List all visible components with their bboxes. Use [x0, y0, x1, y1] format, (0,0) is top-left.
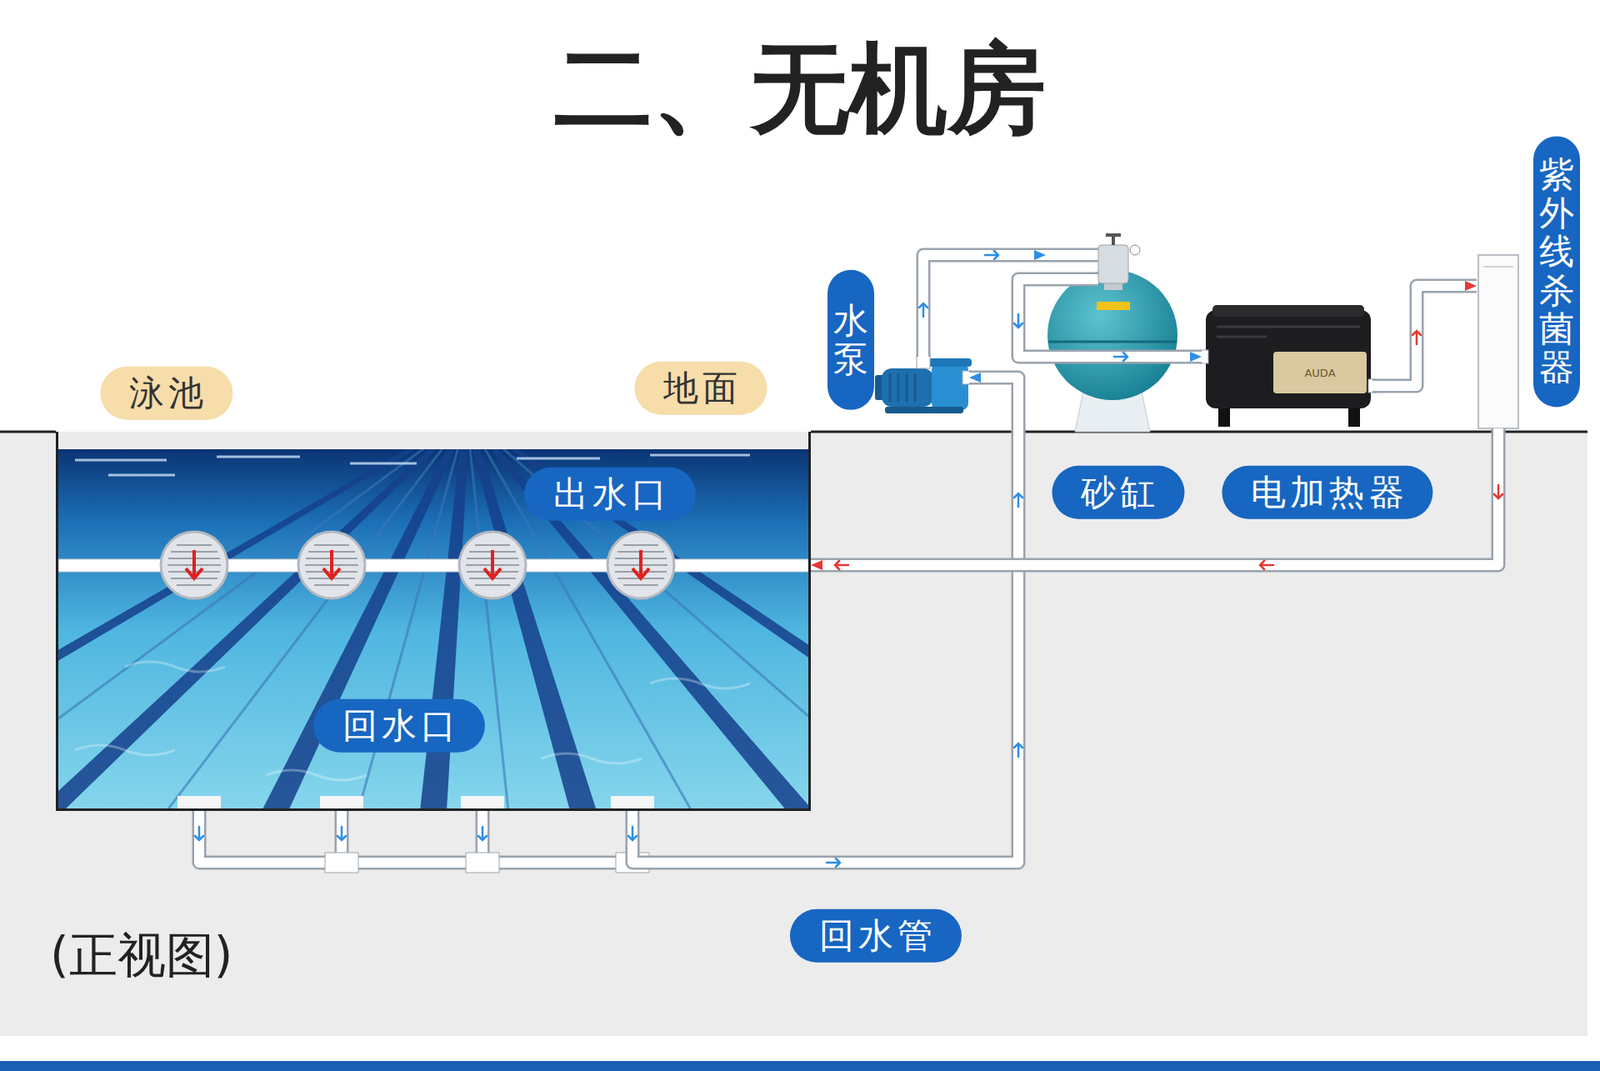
flow-arrow	[195, 826, 204, 840]
pool-water	[58, 449, 809, 809]
ground	[0, 431, 1588, 1036]
outlet-label: 出水口	[524, 467, 696, 521]
flow-arrow	[1412, 330, 1421, 345]
ground-line	[0, 430, 1588, 434]
bottom-bar	[0, 1060, 1600, 1071]
name-pill: 电加热器	[1221, 465, 1433, 520]
flow-arrow	[628, 826, 637, 840]
view-caption: (正视图)	[50, 926, 233, 985]
pump-illustration	[875, 355, 972, 414]
flow-arrow	[1014, 314, 1023, 328]
pipe-label: 回水管	[790, 909, 962, 963]
flow-arrow	[478, 826, 487, 840]
pipe-body	[923, 255, 1046, 357]
pipe-connector	[632, 377, 1019, 863]
uv-sterilizer: 紫外线杀菌器	[1476, 255, 1520, 429]
pipe-body	[632, 377, 1019, 863]
heater-illustration	[1200, 305, 1377, 427]
pipe-body	[1372, 285, 1477, 386]
brand-label: AUDA	[1304, 366, 1335, 380]
pill-text: 回水口	[342, 705, 460, 746]
pipe-connector	[1018, 279, 1202, 357]
pipe-outline	[923, 255, 1046, 357]
name-pill: 泳池	[100, 366, 233, 420]
drain-pipes	[199, 810, 650, 873]
pill-text: 地面	[663, 367, 742, 409]
return-inlet-label: 回水口	[313, 699, 485, 753]
pipe-outline	[1018, 279, 1202, 357]
outlet-grill	[160, 531, 228, 599]
flow-arrow	[985, 250, 999, 260]
flow-arrow	[1260, 560, 1274, 570]
flow-arrow	[835, 560, 849, 570]
name-pill: 砂缸	[1051, 465, 1185, 520]
pipe-body	[810, 428, 1499, 565]
pipe-body	[1018, 279, 1202, 357]
outlet-grill	[298, 531, 365, 599]
pipe-connector	[810, 428, 1499, 565]
name-pill: 紫外线杀菌器	[1533, 135, 1580, 407]
flow-arrow	[826, 858, 840, 867]
pill-text: 出水口	[553, 473, 671, 515]
pipe-connector	[1372, 285, 1477, 386]
name-pill: 水泵	[827, 270, 875, 410]
page-title: 二、无机房	[0, 30, 1600, 149]
electric-heater: 电加热器	[1201, 304, 1373, 419]
flow-arrow	[1014, 743, 1023, 757]
flow-arrow	[919, 303, 928, 317]
pipe-outline	[632, 377, 1019, 863]
outlet-grill	[459, 531, 526, 599]
sand-filter-illustration	[1045, 235, 1178, 432]
uv-sterilizer-illustration	[1478, 255, 1519, 429]
flow-arrow	[1494, 485, 1503, 499]
pipe-outline	[1372, 285, 1477, 386]
sand-filter: 砂缸	[1045, 233, 1184, 432]
ground-label: 地面	[634, 361, 767, 415]
pipe-outline	[810, 428, 1499, 565]
flow-arrow	[337, 826, 346, 840]
pipe-connector	[923, 255, 1046, 357]
pump: 水泵	[879, 356, 970, 414]
outlet-grill	[607, 531, 675, 599]
pool: 泳池出水口回水口	[55, 431, 811, 811]
flow-arrow	[1014, 493, 1023, 507]
flow-arrow	[1114, 352, 1128, 361]
